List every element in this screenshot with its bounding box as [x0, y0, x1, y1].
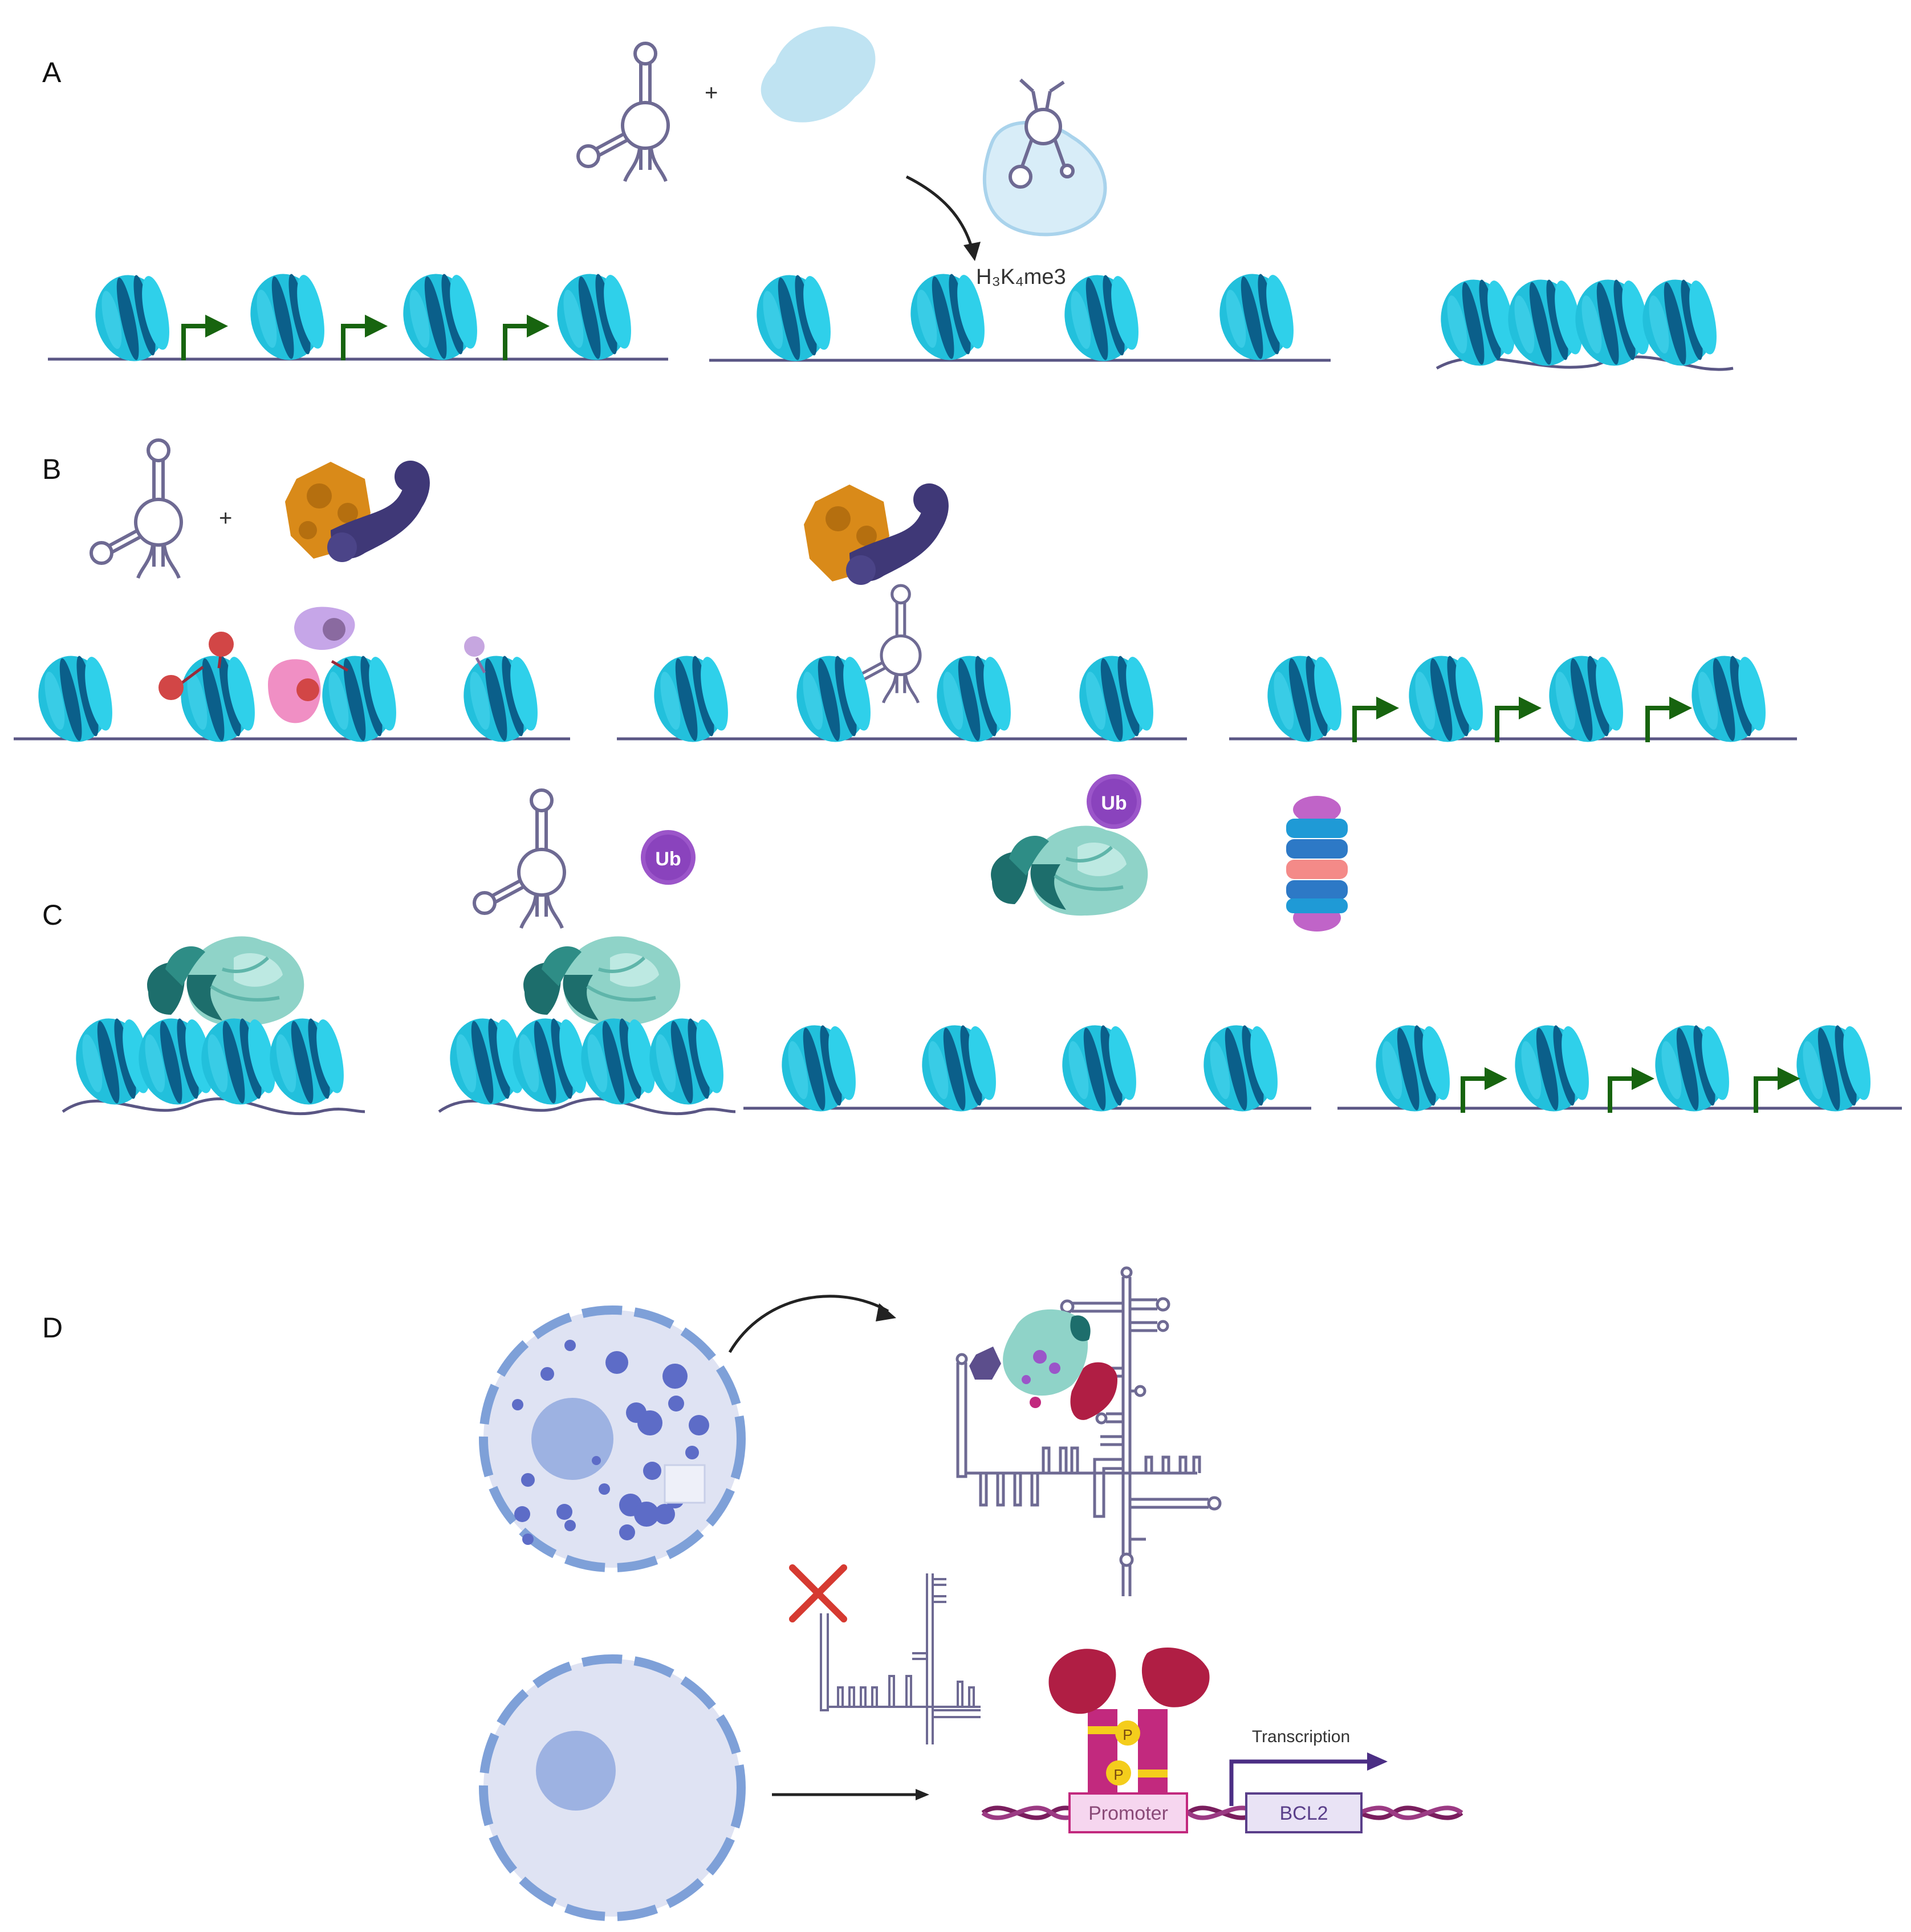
cell-with-condensates-icon — [479, 1305, 746, 1572]
nucleosome-icon — [68, 1011, 1877, 1118]
protein-complex-on-rna-icon — [969, 1309, 1117, 1420]
histone-mark-label: H₃K₄me3 — [976, 265, 1066, 289]
ub-label-1: Ub — [655, 848, 681, 870]
stat3-dimer-icon: P P — [1088, 1709, 1168, 1793]
nucleosome-icon — [87, 267, 1723, 373]
promoter-label: Promoter — [1088, 1803, 1168, 1824]
panel-b-label: B — [42, 453, 61, 485]
plus-sign: + — [705, 80, 718, 105]
bcl2-gene-box: BCL2 — [1245, 1792, 1363, 1833]
promoter-box: Promoter — [1068, 1792, 1188, 1833]
bcl2-label: BCL2 — [1279, 1803, 1328, 1824]
panel-a-hairpin-rna-icon — [578, 43, 668, 181]
histone-mark-icons — [158, 632, 486, 700]
orange-purple-complex-icon — [285, 461, 430, 562]
protein-rna-complex-icon — [982, 78, 1107, 237]
condensate-arrow — [728, 1295, 889, 1353]
panel-b-hairpin-rna-icon — [91, 440, 181, 578]
dna-helix-icon — [981, 1805, 1463, 1820]
ubiquitin-icon: Ub Ub — [641, 774, 1141, 885]
condensate-arrowhead — [876, 1303, 896, 1321]
phospho-label-2: P — [1113, 1766, 1123, 1783]
tss-arrow-icon — [184, 315, 550, 360]
orange-purple-complex-bound-icon — [804, 483, 949, 585]
binding-arrow — [905, 175, 974, 251]
signaling-arrowhead — [916, 1789, 929, 1800]
transcription-arrow-icon — [1229, 1752, 1388, 1806]
broken-rna-structure-icon — [820, 1573, 981, 1744]
tss-arrow-icon — [1355, 697, 1692, 742]
protein-blob-icon — [761, 26, 876, 123]
binding-arrowhead — [963, 242, 981, 261]
panel-d-label: D — [42, 1312, 63, 1344]
reader-protein-pink-icon — [268, 659, 321, 723]
cross-mark-icon — [789, 1564, 847, 1622]
crimson-protein-icon — [1048, 1648, 1210, 1714]
panel-a-label: A — [42, 56, 62, 88]
panel-c-label: C — [42, 899, 63, 931]
proteasome-icon — [1286, 796, 1348, 932]
plus-sign-b: + — [219, 506, 232, 531]
reader-protein-lavender-icon — [294, 607, 355, 650]
phospho-label-1: P — [1123, 1726, 1132, 1743]
rna-secondary-structure-icon — [956, 1266, 1222, 1596]
panel-c-hairpin-rna-icon — [474, 790, 564, 928]
tss-arrow-icon — [1463, 1067, 1800, 1113]
transcription-label: Transcription — [1252, 1727, 1350, 1746]
ub-label-2: Ub — [1101, 792, 1127, 814]
cell-icon — [479, 1654, 746, 1921]
